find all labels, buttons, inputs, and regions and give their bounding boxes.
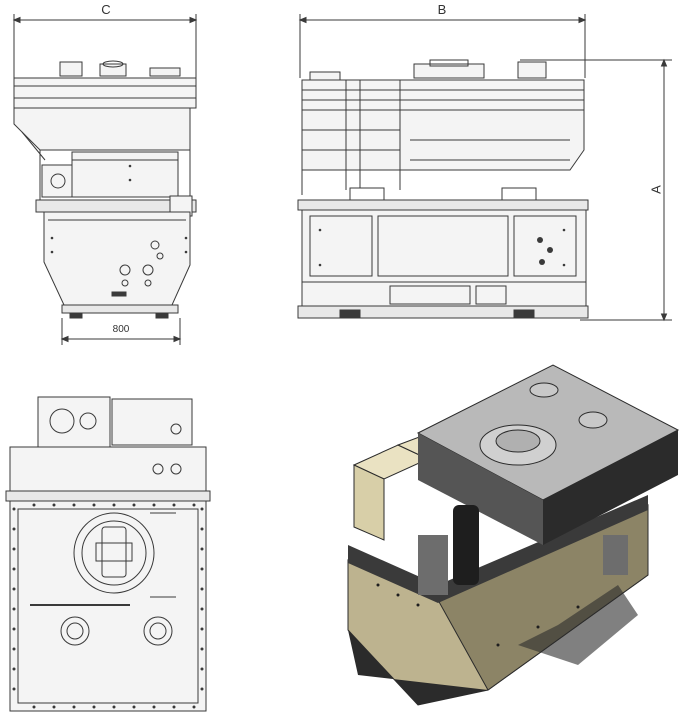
dimension-a-label: A	[648, 185, 664, 194]
front-view-svg	[297, 14, 672, 322]
deck-bolt-pattern	[12, 503, 204, 709]
isometric-view-svg	[347, 364, 680, 706]
front-view-drawing: B A	[280, 0, 687, 340]
top-view-drawing	[0, 385, 220, 720]
dimension-b-label: B	[437, 2, 447, 17]
side-view-svg	[12, 14, 198, 345]
isometric-view-render	[318, 345, 687, 720]
side-view-drawing: C 800	[0, 0, 220, 350]
dimension-c-label: C	[101, 2, 111, 17]
top-view-svg	[5, 396, 211, 712]
dimension-width-label: 800	[112, 324, 130, 335]
